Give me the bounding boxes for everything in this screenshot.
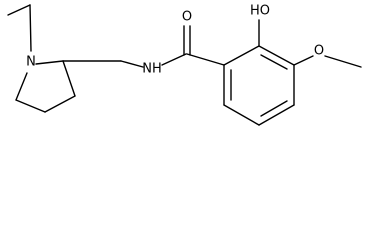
- methoxy-group: [293, 55, 362, 68]
- ring-bond-c4-c5: [15, 99, 46, 113]
- ring-bond-c3-c4: [44, 95, 76, 113]
- ring-bond-c1-c2: [223, 45, 260, 66]
- pyrrolidine-nitrogen-label: N: [26, 55, 36, 70]
- ring-double-bond-c2-c3: [260, 54, 288, 70]
- hydroxyl-label: HO: [250, 4, 270, 19]
- ring-bond-c2-c3: [258, 45, 295, 66]
- ethyl-ch2-bond: [29, 4, 32, 52]
- carbonyl-oxygen-label: O: [182, 10, 192, 25]
- ring-bond-c5-c6: [223, 104, 260, 126]
- amide-bond-nh-c: [161, 53, 187, 66]
- methoxy-oxygen-label: O: [314, 44, 324, 59]
- ethyl-group: [7, 4, 32, 52]
- benzene-ring: [223, 45, 295, 126]
- amide-nitrogen-label: NH: [142, 62, 162, 77]
- methoxy-bond-o-ch3: [324, 55, 362, 68]
- ring-bond-c5-n: [15, 72, 28, 101]
- methylene-linker: [62, 60, 144, 68]
- amide-bond-c-ring: [186, 53, 225, 66]
- ring-double-bond-c4-c5: [260, 100, 288, 117]
- ring-bond-c4-c5: [258, 104, 295, 126]
- molecule-structure: N NH O HO O: [7, 4, 362, 126]
- ring-bond-c2-c3: [62, 60, 76, 97]
- ethyl-ch3-bond: [7, 4, 31, 16]
- methoxy-bond-ring-o: [293, 55, 314, 66]
- pyrrolidine-ring: [15, 60, 76, 113]
- linker-bond-ch2-nh: [120, 60, 144, 68]
- ring-bond-n-c2: [35, 60, 64, 65]
- amide-group: [161, 25, 225, 66]
